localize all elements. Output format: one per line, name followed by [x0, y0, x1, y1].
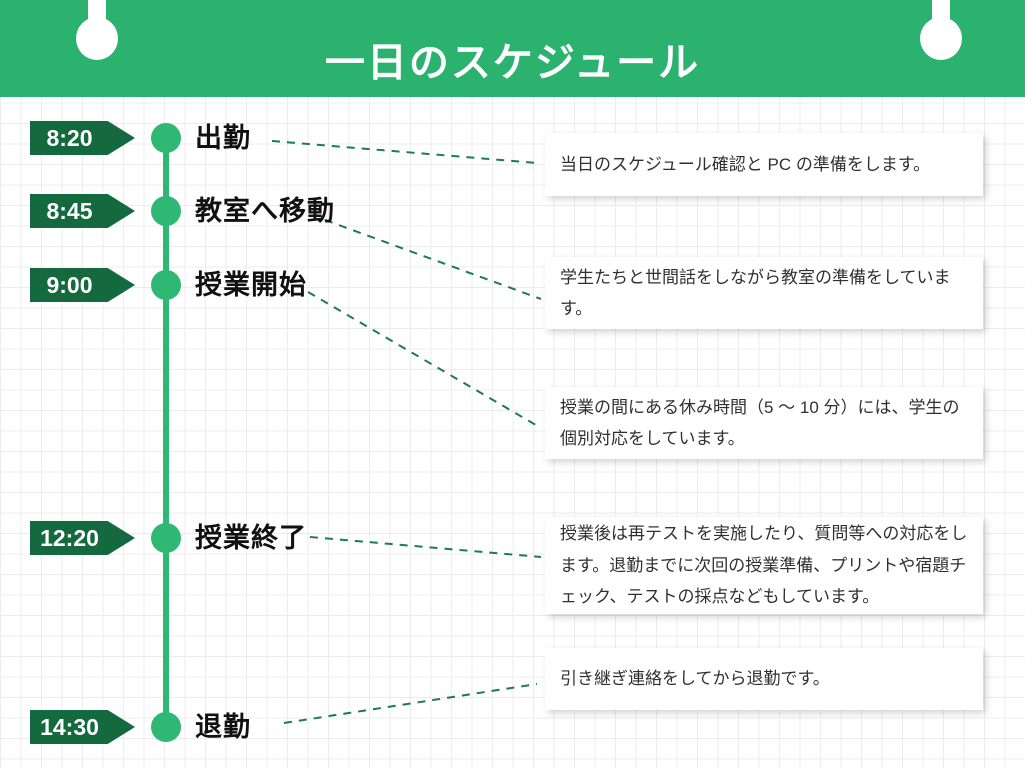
event-label: 教室へ移動 [195, 196, 335, 226]
timeline-dot [151, 123, 181, 153]
description-text: 授業の間にある休み時間（5 ～ 10 分）には、学生の個別対応をしています。 [560, 397, 960, 448]
timeline-dot [151, 523, 181, 553]
description-text: 引き継ぎ連絡をしてから退勤です。 [560, 669, 830, 689]
event-label: 退勤 [195, 712, 251, 742]
time-badge: 9:00 [30, 268, 135, 302]
event-label: 授業開始 [195, 270, 307, 300]
description-card: 学生たちと世間話をしながら教室の準備をしています。 [545, 257, 983, 329]
description-card: 当日のスケジュール確認と PC の準備をします。 [545, 133, 983, 196]
description-text: 学生たちと世間話をしながら教室の準備をしています。 [560, 267, 951, 318]
connector-line [307, 291, 542, 429]
timeline-dot [151, 712, 181, 742]
time-badge: 8:45 [30, 194, 135, 228]
time-badge: 12:20 [30, 521, 135, 555]
description-text: 授業後は再テストを実施したり、質問等への対応をします。退勤までに次回の授業準備、… [560, 524, 968, 607]
description-card: 授業の間にある休み時間（5 ～ 10 分）には、学生の個別対応をしています。 [545, 387, 983, 459]
pin-icon [920, 0, 962, 60]
connector-line [283, 683, 538, 724]
time-text: 8:20 [46, 124, 93, 151]
timeline-line [163, 138, 169, 727]
description-text: 当日のスケジュール確認と PC の準備をします。 [560, 154, 931, 174]
pin-icon [76, 0, 118, 60]
time-text: 12:20 [40, 524, 99, 551]
header-banner: 一日のスケジュール [0, 0, 1025, 97]
description-card: 引き継ぎ連絡をしてから退勤です。 [545, 648, 983, 710]
time-badge: 8:20 [30, 121, 135, 155]
time-text: 9:00 [46, 271, 93, 298]
pin-ball [76, 17, 118, 60]
time-text: 8:45 [46, 197, 93, 224]
timeline-dot [151, 270, 181, 300]
description-card: 授業後は再テストを実施したり、質問等への対応をします。退勤までに次回の授業準備、… [545, 517, 983, 614]
connector-line [324, 219, 542, 300]
pin-ball [920, 17, 962, 60]
timeline-dot [151, 196, 181, 226]
connector-line [309, 536, 542, 558]
event-label: 授業終了 [195, 523, 307, 553]
time-badge: 14:30 [30, 710, 135, 744]
page-title: 一日のスケジュール [324, 41, 701, 85]
time-text: 14:30 [40, 713, 99, 740]
connector-line [271, 140, 538, 164]
event-label: 出勤 [195, 123, 251, 153]
